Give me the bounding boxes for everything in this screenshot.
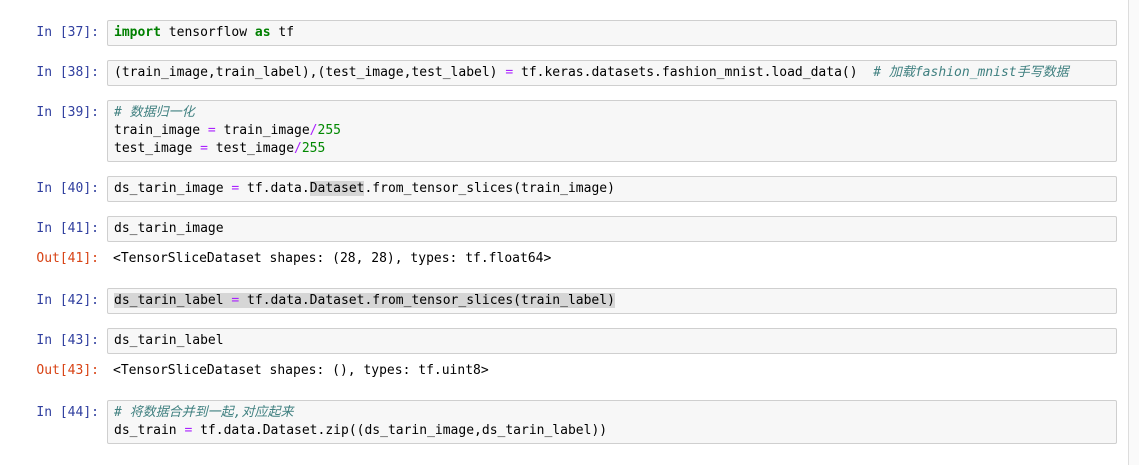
code-token: tf.keras.datasets.fashion_mnist.load_dat… [513, 65, 874, 80]
code-line-text: train_image = train_image/255 [114, 123, 341, 138]
code-token: tf.data.Dataset.zip((ds_tarin_image,ds_t… [192, 423, 608, 438]
cell-input-row: In [39]: # 数据归一化 train_image = train_image… [0, 100, 1139, 162]
code-cell-40[interactable]: In [40]: ds_tarin_image = tf.data.Dataset… [0, 176, 1139, 202]
code-token: import [114, 25, 161, 40]
code-token: train_image [114, 123, 208, 138]
code-token: = [231, 293, 240, 308]
output-prompt: Out[43]: [36, 363, 99, 378]
code-input-area[interactable]: ds_tarin_image = tf.data.Dataset.from_te… [107, 176, 1117, 202]
code-token: / [294, 141, 302, 156]
notebook-cell-list: In [37]: import tensorflow as tf In [38]: (… [0, 20, 1139, 444]
code-input-area[interactable]: import tensorflow as tf [107, 20, 1117, 46]
code-line: ds_tarin_label [114, 332, 1110, 350]
code-token: 255 [301, 141, 326, 156]
code-line-text: import tensorflow as tf [114, 25, 294, 40]
cell-input-row: In [43]: ds_tarin_label [0, 328, 1139, 354]
code-token: = [184, 423, 193, 438]
code-token: = [505, 65, 514, 80]
code-line: ds_tarin_image = tf.data.Dataset.from_te… [114, 180, 1110, 198]
code-token: ds_tarin_image [114, 181, 232, 196]
input-prompt: In [42]: [36, 293, 99, 308]
code-token: test_image [114, 141, 201, 156]
code-input-area[interactable]: (train_image,train_label),(test_image,te… [107, 60, 1117, 86]
input-prompt: In [37]: [36, 25, 99, 40]
code-token: # 加载fashion_mnist手写数据 [873, 65, 1069, 80]
right-gutter [1128, 0, 1139, 465]
code-token: tf.data. [239, 181, 310, 196]
cell-output-row: Out[43]: <TensorSliceDataset shapes: (), … [0, 362, 1139, 386]
code-token: = [231, 181, 240, 196]
code-cell-42[interactable]: In [42]: ds_tarin_label = tf.data.Dataset… [0, 288, 1139, 314]
code-line-text: test_image = test_image/255 [114, 141, 325, 156]
input-prompt: In [38]: [36, 65, 99, 80]
code-input-area[interactable]: ds_tarin_image [107, 216, 1117, 242]
code-line-text: ds_tarin_label = tf.data.Dataset.from_te… [114, 293, 615, 308]
code-token: ds_tarin_label [114, 333, 224, 348]
code-line-text: ds_tarin_image [114, 221, 224, 236]
code-token: = [207, 123, 216, 138]
code-token: train_image [215, 123, 310, 138]
input-prompt: In [40]: [36, 181, 99, 196]
cell-output-row: Out[41]: <TensorSliceDataset shapes: (28,… [0, 250, 1139, 274]
cell-input-row: In [38]: (train_image,train_label),(test_… [0, 60, 1139, 86]
input-prompt: In [44]: [36, 405, 99, 420]
code-token: as [254, 25, 271, 40]
code-line: (train_image,train_label),(test_image,te… [114, 64, 1110, 82]
code-input-area[interactable]: ds_tarin_label [107, 328, 1117, 354]
code-token: tf [270, 25, 295, 40]
code-token: test_image [207, 141, 295, 156]
code-token: = [200, 141, 208, 156]
code-token: 255 [317, 123, 341, 138]
output-text: <TensorSliceDataset shapes: (), types: t… [113, 363, 489, 378]
code-line-text: ds_tarin_label [114, 333, 224, 348]
code-line-text: ds_train = tf.data.Dataset.zip((ds_tarin… [114, 423, 607, 438]
output-prompt: Out[41]: [36, 251, 99, 266]
code-line-text: ds_tarin_image = tf.data.Dataset.from_te… [114, 181, 615, 196]
code-line: # 数据归一化 [114, 104, 1110, 122]
cell-input-row: In [44]: # 将数据合并到一起,对应起来 ds_train = tf.dat… [0, 400, 1139, 444]
code-token: .from_tensor_slices(train_image) [364, 181, 615, 196]
output-text: <TensorSliceDataset shapes: (28, 28), ty… [113, 251, 552, 266]
code-token: tensorflow [160, 25, 255, 40]
code-line: # 将数据合并到一起,对应起来 [114, 404, 1110, 422]
input-prompt: In [41]: [36, 221, 99, 236]
code-line: import tensorflow as tf [114, 24, 1110, 42]
code-line: ds_tarin_image [114, 220, 1110, 238]
code-token: tf.data.Dataset.from_tensor_slices(train… [239, 293, 615, 308]
cell-input-row: In [41]: ds_tarin_image [0, 216, 1139, 242]
code-token: # 数据归一化 [114, 105, 195, 120]
code-token: / [309, 123, 318, 138]
code-input-area[interactable]: ds_tarin_label = tf.data.Dataset.from_te… [107, 288, 1117, 314]
code-token: ds_tarin_label [114, 293, 232, 308]
code-input-area[interactable]: # 将数据合并到一起,对应起来 ds_train = tf.data.Datase… [107, 400, 1117, 444]
code-line: train_image = train_image/255 [114, 122, 1110, 140]
cell-input-row: In [40]: ds_tarin_image = tf.data.Dataset… [0, 176, 1139, 202]
code-cell-44[interactable]: In [44]: # 将数据合并到一起,对应起来 ds_train = tf.dat… [0, 400, 1139, 444]
code-cell-39[interactable]: In [39]: # 数据归一化 train_image = train_image… [0, 100, 1139, 162]
code-cell-37[interactable]: In [37]: import tensorflow as tf [0, 20, 1139, 46]
input-prompt: In [43]: [36, 333, 99, 348]
code-cell-38[interactable]: In [38]: (train_image,train_label),(test_… [0, 60, 1139, 86]
code-line: ds_train = tf.data.Dataset.zip((ds_tarin… [114, 422, 1110, 440]
code-line-text: # 将数据合并到一起,对应起来 [114, 405, 293, 420]
input-prompt: In [39]: [36, 105, 99, 120]
code-line-text: # 数据归一化 [114, 105, 195, 120]
code-line: ds_tarin_label = tf.data.Dataset.from_te… [114, 292, 1110, 310]
cell-input-row: In [42]: ds_tarin_label = tf.data.Dataset… [0, 288, 1139, 314]
code-line: test_image = test_image/255 [114, 140, 1110, 158]
code-token: Dataset [309, 181, 365, 196]
code-token: ds_tarin_image [114, 221, 224, 236]
code-token: ds_train [114, 423, 185, 438]
code-token: (train_image,train_label),(test_image,te… [114, 65, 506, 80]
code-token: # 将数据合并到一起,对应起来 [114, 405, 294, 420]
code-line-text: (train_image,train_label),(test_image,te… [114, 65, 1069, 80]
cell-input-row: In [37]: import tensorflow as tf [0, 20, 1139, 46]
